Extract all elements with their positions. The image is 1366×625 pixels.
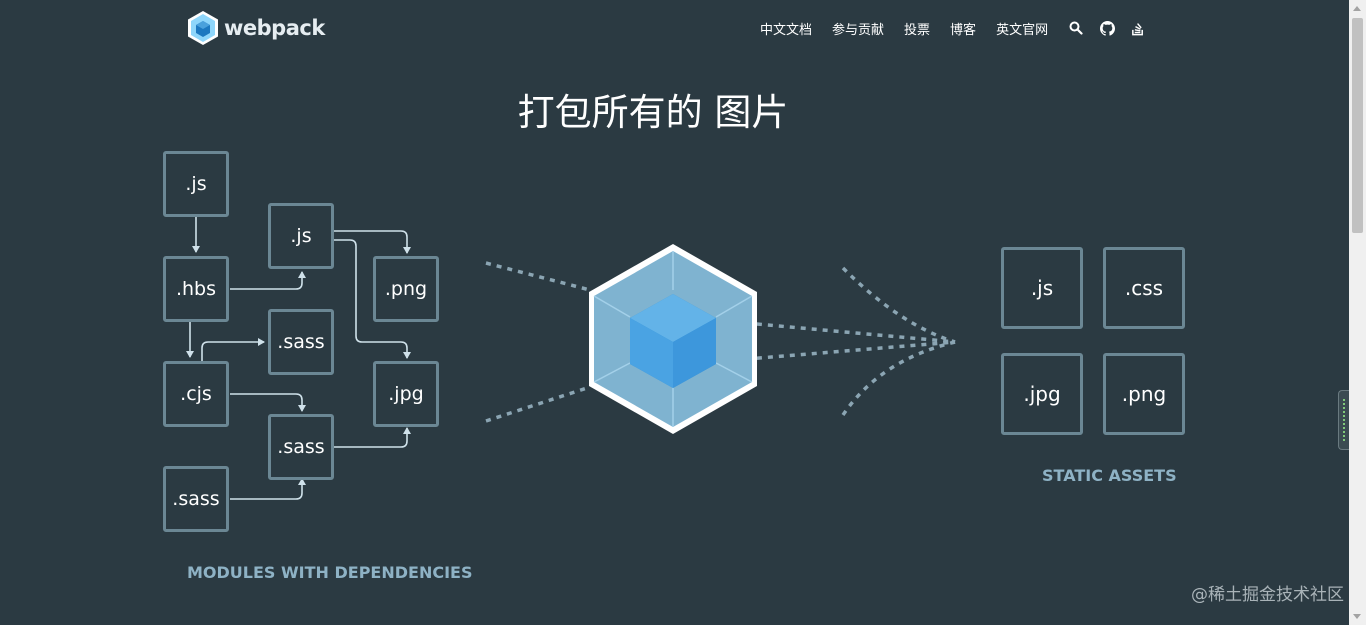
asset-box-jpg: .jpg xyxy=(1001,353,1083,435)
connector-cjs-sass xyxy=(201,338,265,362)
module-box-jpg: .jpg xyxy=(373,361,439,427)
vertical-scrollbar[interactable] xyxy=(1349,0,1366,625)
asset-box-css: .css xyxy=(1103,247,1185,329)
module-box-hbs: .hbs xyxy=(163,256,229,322)
module-box-png: .png xyxy=(373,256,439,322)
dotted-line-top-left xyxy=(485,261,591,292)
module-box-js: .js xyxy=(163,151,229,217)
scrollbar-thumb[interactable] xyxy=(1352,18,1363,233)
module-box-sass-middle: .sass xyxy=(268,309,334,375)
connector-hbs-js xyxy=(230,271,306,290)
nav-english-site[interactable]: 英文官网 xyxy=(996,22,1049,38)
connector-js-jpg xyxy=(334,239,411,359)
side-widget[interactable] xyxy=(1338,390,1349,450)
connector-sass-jpg xyxy=(334,427,411,448)
webpack-cube-icon xyxy=(188,11,218,45)
webpack-logo[interactable]: webpack xyxy=(186,10,325,46)
dotted-line-center-upper xyxy=(734,320,956,344)
dotted-line-curve-top xyxy=(841,266,956,344)
webpack-cube-icon xyxy=(589,244,757,434)
nav-vote[interactable]: 投票 xyxy=(904,22,931,38)
modules-label: MODULES WITH DEPENDENCIES xyxy=(187,563,473,582)
watermark: @稀土掘金技术社区 xyxy=(1191,585,1344,605)
dotted-line-center-lower xyxy=(734,340,956,362)
nav-chinese-docs[interactable]: 中文文档 xyxy=(760,22,813,38)
dotted-line-bottom-left xyxy=(485,385,591,423)
module-box-cjs: .cjs xyxy=(163,361,229,427)
connector-js-png xyxy=(334,230,411,254)
nav-contribute[interactable]: 参与贡献 xyxy=(832,22,885,38)
scroll-down-arrow-icon[interactable] xyxy=(1353,614,1361,619)
module-box-js-middle: .js xyxy=(268,203,334,269)
asset-box-png: .png xyxy=(1103,353,1185,435)
top-nav: 中文文档 参与贡献 投票 博客 英文官网 xyxy=(760,16,1161,40)
search-icon[interactable] xyxy=(1068,20,1084,36)
assets-label: STATIC ASSETS xyxy=(1042,466,1177,485)
nav-blog[interactable]: 博客 xyxy=(950,22,977,38)
connector-cjs-sass-lower xyxy=(230,393,306,412)
module-connectors xyxy=(186,214,411,500)
flow-dotted-lines xyxy=(485,261,956,423)
module-box-sass-bottom: .sass xyxy=(163,466,229,532)
scroll-up-arrow-icon[interactable] xyxy=(1353,6,1361,11)
connector-sass-sass xyxy=(230,478,306,500)
logo-text: webpack xyxy=(224,16,325,40)
github-icon[interactable] xyxy=(1099,20,1115,36)
asset-box-js: .js xyxy=(1001,247,1083,329)
stack-overflow-icon[interactable] xyxy=(1130,20,1146,36)
side-widget-indicator xyxy=(1343,399,1345,441)
page-headline: 打包所有的 图片 xyxy=(517,91,789,134)
module-box-sass-lower: .sass xyxy=(268,414,334,480)
dotted-line-curve-bottom xyxy=(841,340,956,416)
